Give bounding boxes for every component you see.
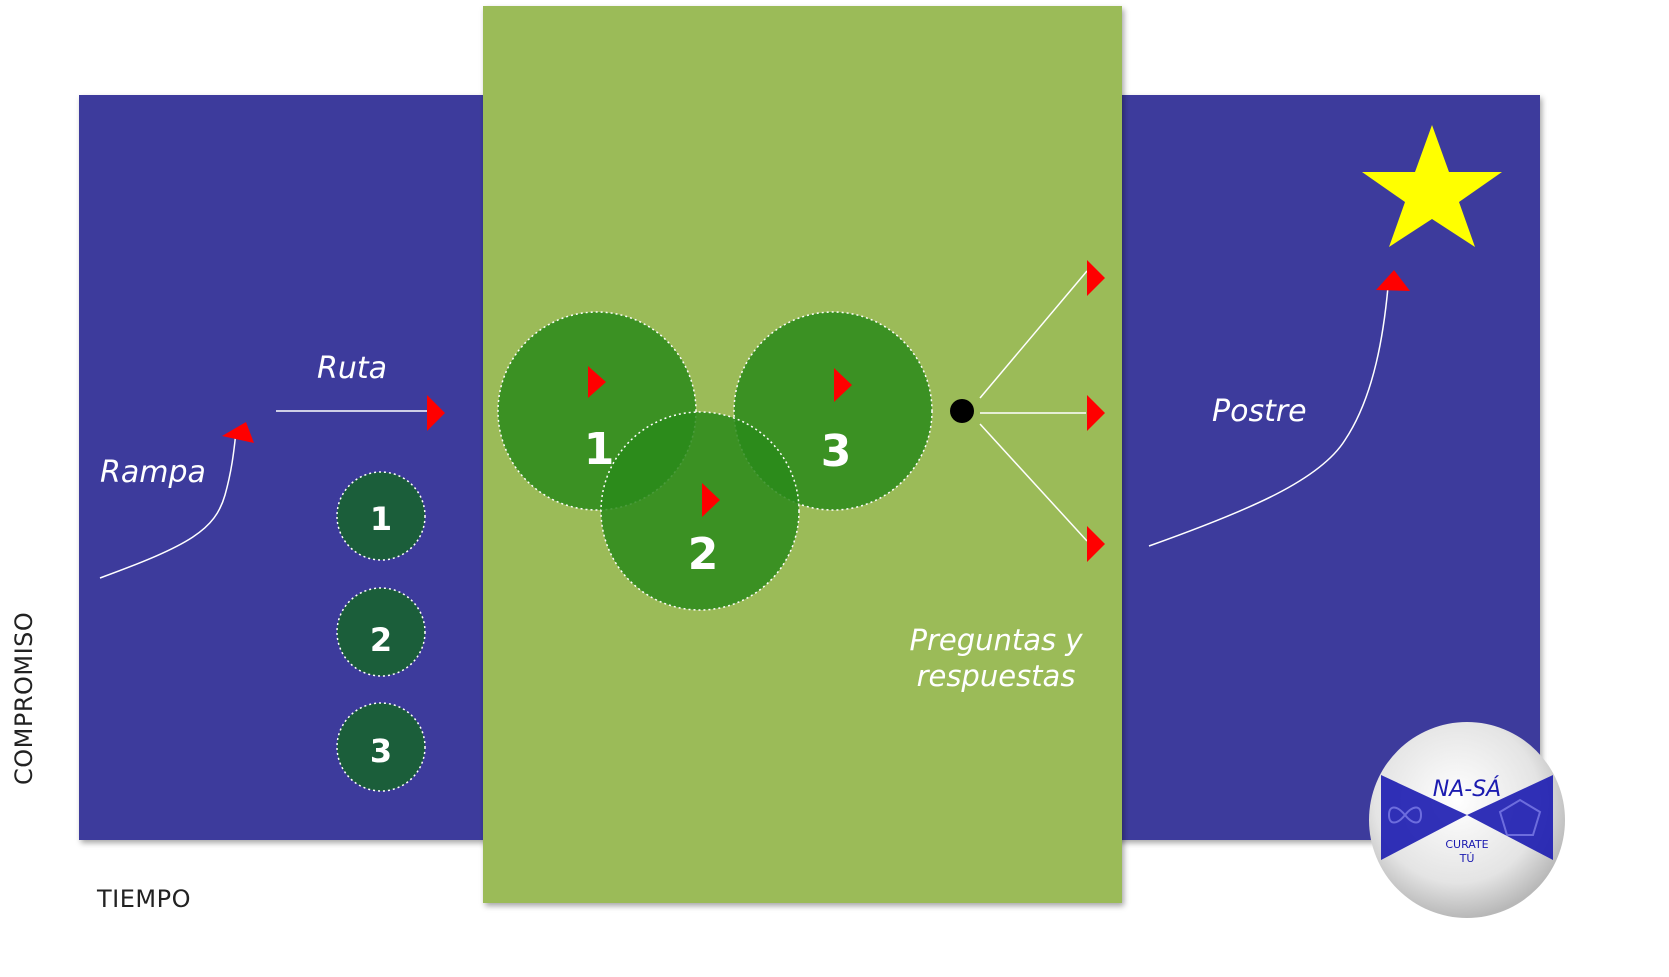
logo-top-text: NA-SÁ <box>1433 776 1501 802</box>
qa-label-line2: respuestas <box>917 659 1076 693</box>
ramp-arrowhead <box>222 422 254 443</box>
ramp-curve <box>99 431 237 579</box>
circle-1-marker <box>588 366 606 398</box>
route-item-number: 2 <box>370 621 392 659</box>
qa-branch-down <box>979 423 1088 542</box>
logo-bottom-text-2: TÚ <box>1459 852 1475 865</box>
qa-label-line1: Preguntas y <box>909 623 1083 657</box>
logo-bottom-text-1: CURATE <box>1445 838 1488 851</box>
circle-2-marker <box>702 483 720 517</box>
main-circle-2 <box>600 411 800 611</box>
route-item-number: 3 <box>370 732 392 770</box>
qa-arrow-up <box>1087 260 1105 296</box>
route-item: 3 <box>336 702 426 792</box>
route-arrowhead <box>427 395 445 431</box>
dessert-label: Postre <box>1212 394 1307 429</box>
dessert-arrowhead <box>1376 270 1410 291</box>
dessert-curve <box>1148 286 1389 547</box>
x-axis-label: TIEMPO <box>97 885 191 913</box>
main-circle-1-number: 1 <box>584 424 615 475</box>
route-item-number: 1 <box>370 500 392 538</box>
qa-arrow-down <box>1087 526 1105 562</box>
y-axis-label: COMPROMISO <box>10 611 38 785</box>
qa-node <box>950 399 974 423</box>
main-circle-3-number: 3 <box>821 426 852 477</box>
main-circle-2-number: 2 <box>688 529 719 580</box>
nasa-logo: NA-SÁ CURATE TÚ <box>1369 722 1565 918</box>
route-item: 1 <box>336 471 426 561</box>
route-label: Ruta <box>317 351 387 386</box>
ramp-label: Rampa <box>100 455 206 490</box>
circle-3-marker <box>834 368 852 402</box>
qa-arrow-mid <box>1087 395 1105 431</box>
qa-branch-up <box>979 270 1088 399</box>
goal-star-icon <box>1362 125 1502 247</box>
route-item: 2 <box>336 587 426 677</box>
